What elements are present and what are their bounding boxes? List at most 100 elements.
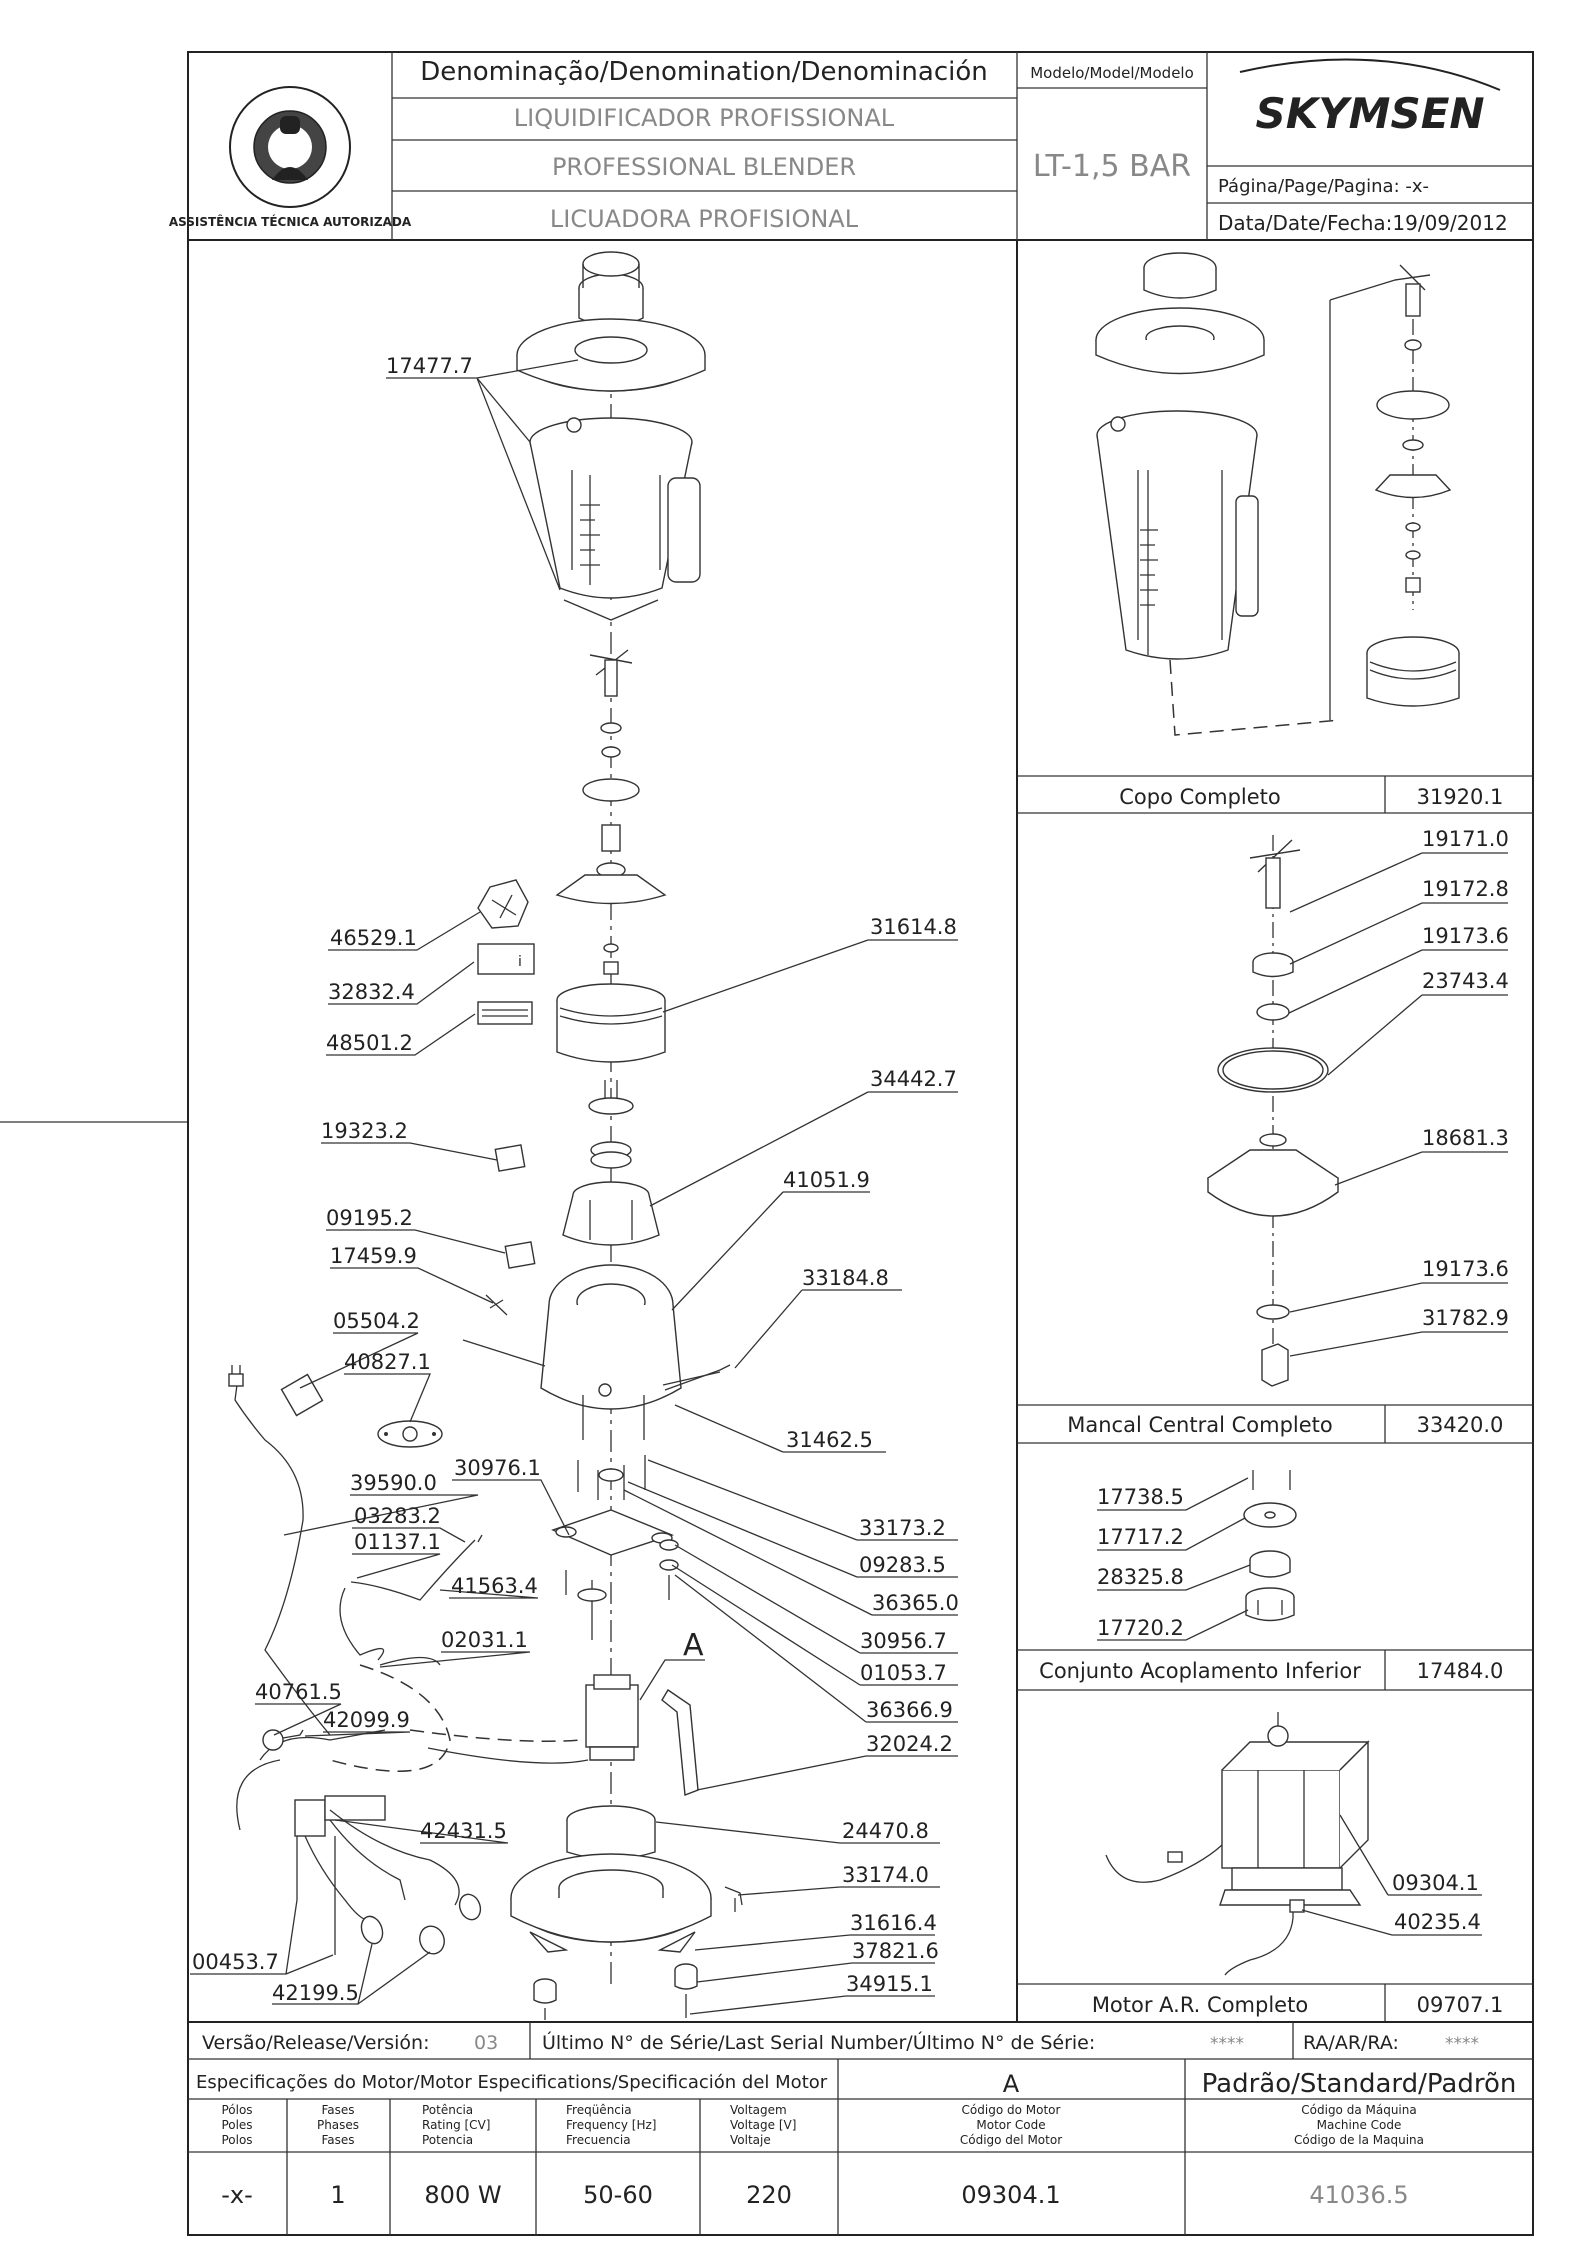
label-17720-2: 17720.2 xyxy=(1097,1616,1184,1640)
page-label: Página/Page/Pagina: -x- xyxy=(1218,176,1429,197)
assembly-motor-code: 09707.1 xyxy=(1417,1993,1504,2017)
frequency-header-1: Freqüência xyxy=(566,2103,632,2117)
motor-spec-label: Especificações do Motor/Motor Especifica… xyxy=(196,2072,828,2093)
label-34915-1: 34915.1 xyxy=(846,1972,933,1996)
seal-text: ASSISTÊNCIA TÉCNICA AUTORIZADA xyxy=(169,214,412,229)
motor-code-header-3: Código del Motor xyxy=(960,2133,1062,2147)
machine-code-header-1: Código da Máquina xyxy=(1301,2103,1416,2117)
right-panel-frames xyxy=(1016,240,1533,2022)
ra-label: RA/AR/RA: xyxy=(1303,2032,1399,2054)
spec-code: A xyxy=(1003,2070,1020,2098)
label-17459-9: 17459.9 xyxy=(330,1244,417,1268)
assembly-motor-name: Motor A.R. Completo xyxy=(1092,1993,1308,2017)
label-19173-6-top: 19173.6 xyxy=(1422,924,1509,948)
label-33184-8: 33184.8 xyxy=(802,1266,889,1290)
label-01053-7: 01053.7 xyxy=(860,1661,947,1685)
label-32832-4: 32832.4 xyxy=(328,980,415,1004)
assembly-cup-code: 31920.1 xyxy=(1417,785,1504,809)
label-40761-5: 40761.5 xyxy=(255,1680,342,1704)
frequency-value: 50-60 xyxy=(583,2181,653,2209)
label-03283-2: 03283.2 xyxy=(354,1504,441,1528)
label-09195-2: 09195.2 xyxy=(326,1206,413,1230)
label-31616-4: 31616.4 xyxy=(850,1911,937,1935)
assembly-cup-name: Copo Completo xyxy=(1119,785,1281,809)
label-39590-0: 39590.0 xyxy=(350,1471,437,1495)
base-plate-drawing xyxy=(510,1853,712,1953)
switch-gasket-drawing xyxy=(377,1420,443,1448)
version-value: 03 xyxy=(474,2032,498,2054)
product-name-pt: LIQUIDIFICADOR PROFISSIONAL xyxy=(514,104,895,132)
label-46529-1: 46529.1 xyxy=(330,926,417,950)
wiring-drawing xyxy=(228,1365,589,1955)
label-48501-2: 48501.2 xyxy=(326,1031,413,1055)
blade-stack-drawing xyxy=(555,649,667,975)
authorized-service-seal: ASSISTÊNCIA TÉCNICA AUTORIZADA xyxy=(169,86,412,229)
label-17477-7: 17477.7 xyxy=(386,354,473,378)
lid-drawing xyxy=(516,318,706,392)
drawing-frame xyxy=(187,51,1534,2236)
bearing-parts-drawing xyxy=(588,1080,634,1169)
rating-header-3: Potencia xyxy=(422,2133,473,2147)
model-value: LT-1,5 BAR xyxy=(1033,149,1191,184)
serial-value: **** xyxy=(1210,2034,1244,2054)
machine-code-value: 41036.5 xyxy=(1309,2181,1408,2209)
label-09283-5: 09283.5 xyxy=(859,1553,946,1577)
terminal-03283 xyxy=(477,1534,483,1543)
label-42099-9: 42099.9 xyxy=(323,1708,410,1732)
label-17738-5: 17738.5 xyxy=(1097,1485,1184,1509)
label-40827-1: 40827.1 xyxy=(344,1350,431,1374)
assembly-bearing-name: Mancal Central Completo xyxy=(1067,1413,1333,1437)
label-30976-1: 30976.1 xyxy=(454,1456,541,1480)
base-body-drawing xyxy=(540,1264,721,1440)
motor-mount-drawing xyxy=(551,1455,679,1640)
label-00453-7: 00453.7 xyxy=(192,1950,279,1974)
threaded-ring-drawing xyxy=(556,983,666,1063)
assembly-bearing-code: 33420.0 xyxy=(1417,1413,1504,1437)
label-37821-6: 37821.6 xyxy=(852,1939,939,1963)
rating-value: 800 W xyxy=(424,2181,501,2209)
label-09304-1: 09304.1 xyxy=(1392,1871,1479,1895)
voltage-value: 220 xyxy=(746,2181,792,2209)
phases-header-3: Fases xyxy=(321,2133,354,2147)
label-05504-2: 05504.2 xyxy=(333,1309,420,1333)
jar-drawing xyxy=(529,417,701,621)
label-30956-7: 30956.7 xyxy=(860,1629,947,1653)
date-label: Data/Date/Fecha:19/09/2012 xyxy=(1218,211,1508,235)
label-17717-2: 17717.2 xyxy=(1097,1525,1184,1549)
motor-assembly-view: 09304.1 40235.4 xyxy=(1105,1712,1482,1976)
label-24470-8: 24470.8 xyxy=(842,1819,929,1843)
label-41563-4: 41563.4 xyxy=(451,1574,538,1598)
switch-lever xyxy=(664,1364,731,1391)
coupling-assembly-view: 17738.5 17717.2 28325.8 17720.2 xyxy=(1097,1470,1297,1641)
stickers-drawing: i xyxy=(280,879,536,1417)
label-28325-8: 28325.8 xyxy=(1097,1565,1184,1589)
cup-assembly-view xyxy=(1095,252,1460,736)
label-19171-0: 19171.0 xyxy=(1422,827,1509,851)
brand-swoosh xyxy=(1239,58,1501,91)
label-19172-8: 19172.8 xyxy=(1422,877,1509,901)
machine-code-header-3: Código de la Maquina xyxy=(1294,2133,1424,2147)
label-36365-0: 36365.0 xyxy=(872,1591,959,1615)
poles-header-2: Poles xyxy=(221,2118,252,2132)
label-02031-1: 02031.1 xyxy=(441,1628,528,1652)
leader-lines xyxy=(190,359,958,2015)
label-42431-5: 42431.5 xyxy=(420,1819,507,1843)
label-40235-4: 40235.4 xyxy=(1394,1910,1481,1934)
phases-header-2: Phases xyxy=(317,2118,359,2132)
assembly-coupling-name: Conjunto Acoplamento Inferior xyxy=(1039,1659,1361,1683)
label-36366-9: 36366.9 xyxy=(866,1698,953,1722)
label-23743-4: 23743.4 xyxy=(1422,969,1509,993)
voltage-header-2: Voltage [V] xyxy=(730,2118,796,2132)
motor-code-header-1: Código do Motor xyxy=(962,2103,1061,2117)
poles-value: -x- xyxy=(221,2181,253,2209)
poles-header-3: Polos xyxy=(221,2133,252,2147)
standard-label: Padrão/Standard/Padrõn xyxy=(1202,2069,1517,2099)
coupling-housing-drawing xyxy=(562,1181,660,1246)
frequency-header-3: Frecuencia xyxy=(566,2133,631,2147)
switch-rod xyxy=(462,1339,546,1367)
motor-code-value: 09304.1 xyxy=(961,2181,1060,2209)
assembly-coupling-code: 17484.0 xyxy=(1417,1659,1504,1683)
version-label: Versão/Release/Versión: xyxy=(202,2032,430,2054)
denomination-header: Denominação/Denomination/Denominación xyxy=(420,57,987,87)
